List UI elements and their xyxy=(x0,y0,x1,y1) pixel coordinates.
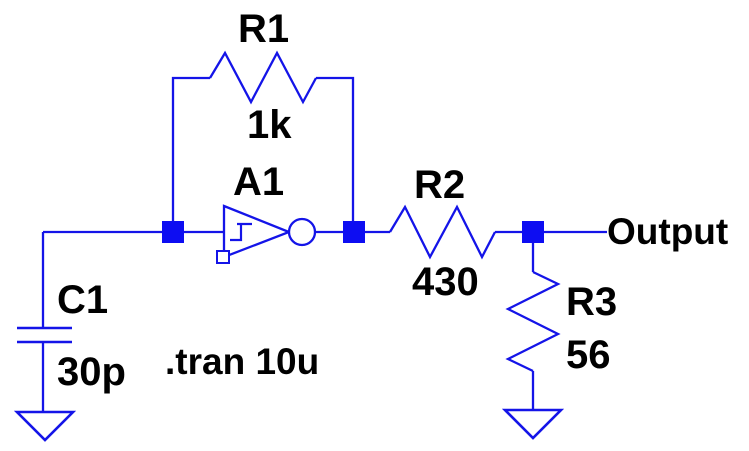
ground-symbol-right[interactable] xyxy=(501,408,565,440)
junction-dot-output xyxy=(522,221,544,243)
r1-designator-label[interactable]: R1 xyxy=(238,7,290,51)
c1-value-label[interactable]: 30p xyxy=(57,350,126,394)
hysteresis-icon xyxy=(230,222,252,242)
r1-value-label[interactable]: 1k xyxy=(247,103,292,147)
r1-resistor-symbol[interactable] xyxy=(209,50,318,105)
r2-resistor-symbol[interactable] xyxy=(389,204,497,260)
c1-capacitor-symbol[interactable] xyxy=(17,326,72,344)
r2-value-label[interactable]: 430 xyxy=(412,260,479,304)
r2-designator-label[interactable]: R2 xyxy=(414,163,466,207)
inverter-bubble xyxy=(287,217,317,247)
schmitt-inverter-symbol[interactable] xyxy=(216,204,317,264)
wire-feedback-left xyxy=(171,76,210,232)
inverter-pin-square xyxy=(216,250,230,264)
r3-value-label[interactable]: 56 xyxy=(566,333,611,377)
a1-designator-label[interactable]: A1 xyxy=(233,160,285,204)
junction-dot-inverter-output xyxy=(343,221,365,243)
output-net-label[interactable]: Output xyxy=(607,211,729,252)
wire-feedback-right xyxy=(316,76,355,232)
inverter-triangle xyxy=(222,204,293,259)
junction-dot-left xyxy=(162,221,184,243)
c1-designator-label[interactable]: C1 xyxy=(57,278,109,322)
r3-resistor-symbol[interactable] xyxy=(505,270,561,373)
ground-symbol-left[interactable] xyxy=(13,410,77,442)
r3-designator-label[interactable]: R3 xyxy=(566,280,618,324)
spice-directive-tran[interactable]: .tran 10u xyxy=(165,341,320,382)
